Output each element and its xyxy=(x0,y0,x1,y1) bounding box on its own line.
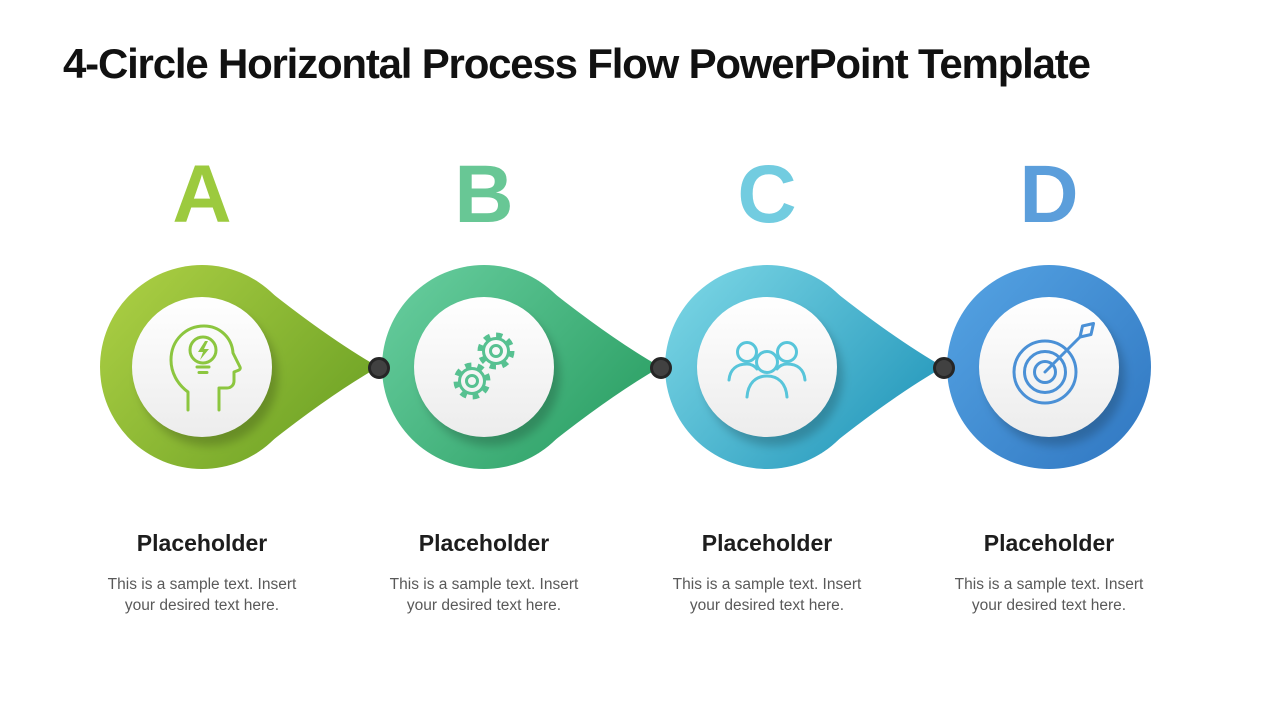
connector-dot-2 xyxy=(650,357,672,379)
target-arrow-icon xyxy=(1012,322,1095,405)
step-letter-b: B xyxy=(454,149,514,240)
step-letter-c: C xyxy=(737,149,797,240)
step-heading: Placeholder xyxy=(983,530,1115,556)
process-circle-d xyxy=(947,265,1151,469)
step-heading: Placeholder xyxy=(136,530,268,556)
connector-dot-3 xyxy=(933,357,955,379)
step-letter-d: D xyxy=(1019,149,1079,240)
step-letter-a: A xyxy=(172,149,232,240)
step-description: This is a sample text. Insert your desir… xyxy=(107,576,297,614)
idea-head-icon xyxy=(169,324,242,412)
step-description: This is a sample text. Insert your desir… xyxy=(954,576,1144,614)
step-heading: Placeholder xyxy=(418,530,550,556)
process-circle-c xyxy=(665,265,944,469)
inner-circle xyxy=(697,297,837,437)
process-circle-a xyxy=(100,265,379,469)
slide-title: 4-Circle Horizontal Process Flow PowerPo… xyxy=(63,40,1091,87)
step-description: This is a sample text. Insert your desir… xyxy=(672,576,862,614)
connector-dot-1 xyxy=(368,357,390,379)
team-icon xyxy=(727,341,807,399)
step-description: This is a sample text. Insert your desir… xyxy=(389,576,579,614)
step-heading: Placeholder xyxy=(701,530,833,556)
process-circle-b xyxy=(382,265,661,469)
